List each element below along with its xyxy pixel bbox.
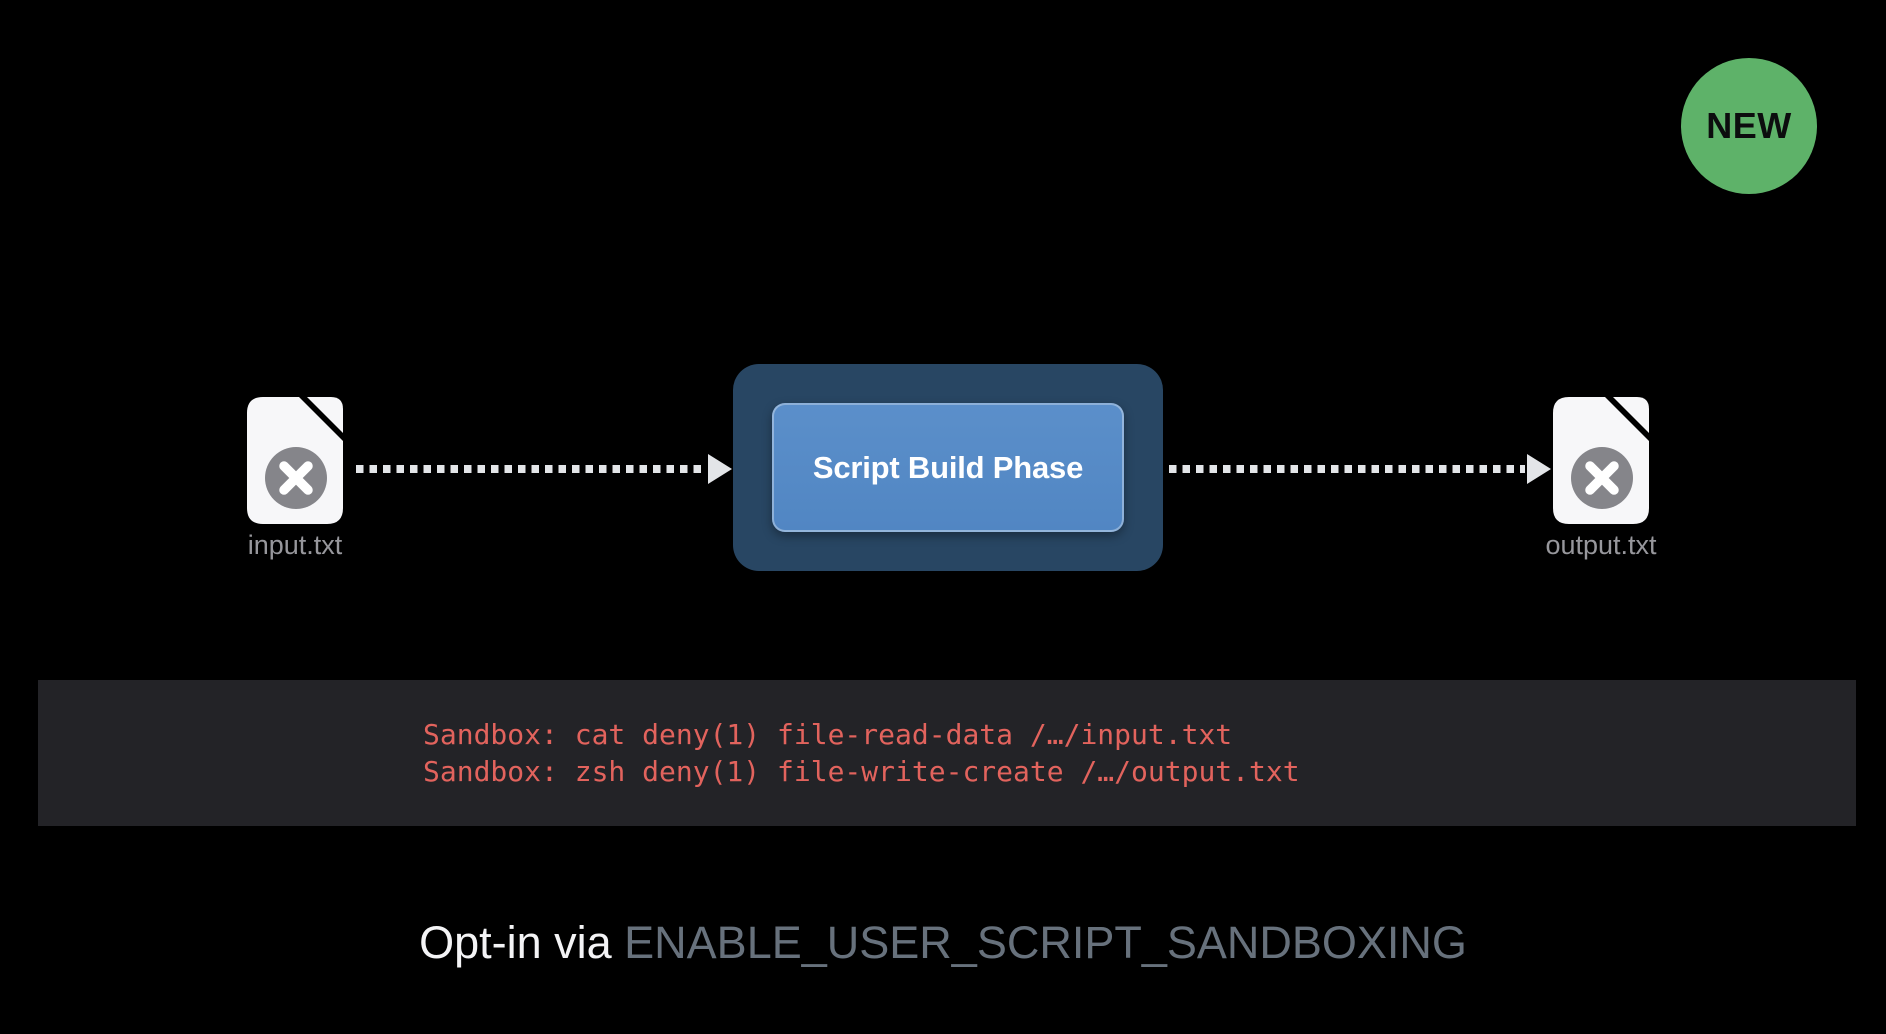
script-build-phase-box: Script Build Phase xyxy=(733,364,1163,571)
dotted-arrow-right-icon xyxy=(1169,454,1551,484)
sandbox-log-panel: Sandbox: cat deny(1) file-read-data /…/i… xyxy=(38,680,1856,826)
footer-caption-env-var: ENABLE_USER_SCRIPT_SANDBOXING xyxy=(624,917,1467,968)
script-build-phase-inner-box: Script Build Phase xyxy=(772,403,1124,532)
sandbox-log-line: Sandbox: zsh deny(1) file-write-create /… xyxy=(423,755,1300,788)
input-file-label: input.txt xyxy=(247,530,343,560)
dotted-arrow-right-icon xyxy=(356,454,732,484)
new-badge-label: NEW xyxy=(1706,105,1792,146)
input-file-node: input.txt xyxy=(195,397,395,561)
output-file-label: output.txt xyxy=(1545,530,1657,560)
output-document-with-x-icon xyxy=(1553,397,1649,524)
footer-caption: Opt-in via ENABLE_USER_SCRIPT_SANDBOXING xyxy=(0,916,1886,970)
script-build-phase-label: Script Build Phase xyxy=(812,449,1084,485)
footer-caption-prefix: Opt-in via xyxy=(419,917,625,968)
output-file-node: output.txt xyxy=(1501,397,1701,561)
new-badge: NEW xyxy=(1681,58,1817,194)
input-document-with-x-icon xyxy=(247,397,343,524)
sandbox-log-line: Sandbox: cat deny(1) file-read-data /…/i… xyxy=(423,718,1233,751)
